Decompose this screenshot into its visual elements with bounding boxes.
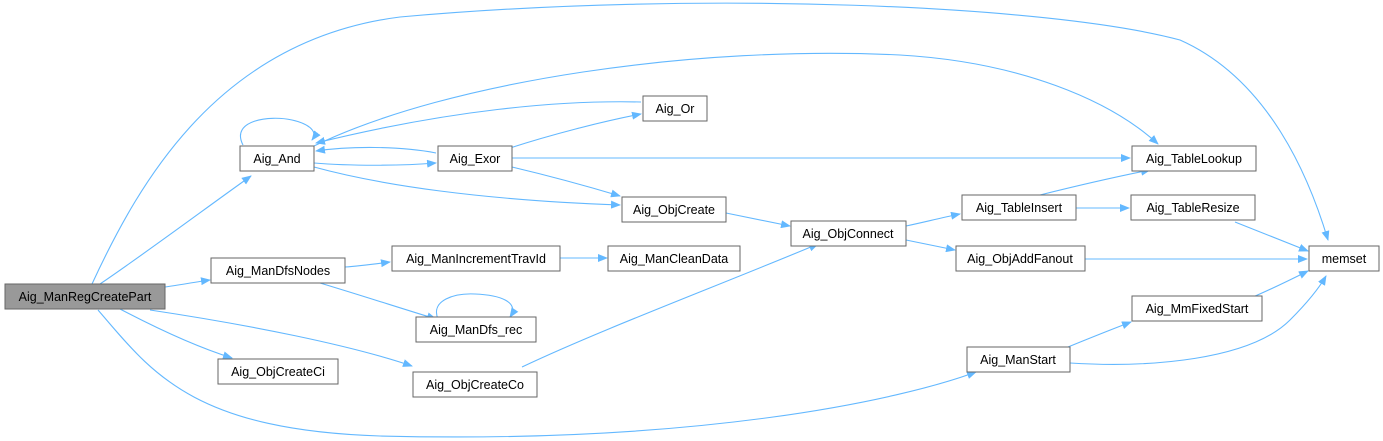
node-label: Aig_TableResize	[1146, 201, 1239, 215]
node-aig-obj-connect[interactable]: Aig_ObjConnect	[790, 220, 907, 247]
edge-root-to-and	[99, 175, 252, 285]
node-label: Aig_ManRegCreatePart	[19, 290, 152, 304]
edge-root-to-man-start	[97, 309, 977, 438]
node-aig-man-start[interactable]: Aig_ManStart	[966, 346, 1071, 373]
edge-or-to-and	[315, 101, 642, 145]
node-aig-obj-add-fanout[interactable]: Aig_ObjAddFanout	[955, 245, 1086, 272]
node-aig-obj-create-co[interactable]: Aig_ObjCreateCo	[412, 371, 538, 398]
node-aig-or[interactable]: Aig_Or	[642, 95, 708, 122]
edge-root-to-obj-create-co	[149, 309, 413, 367]
edge-man-dfs-nodes-to-increment-trav-id	[344, 259, 391, 268]
edge-and-self-loop	[240, 117, 321, 146]
edge-man-start-to-mm-fixed-start	[1067, 321, 1132, 348]
node-aig-man-dfs-rec[interactable]: Aig_ManDfs_rec	[415, 316, 537, 343]
node-label: Aig_MmFixedStart	[1146, 302, 1249, 316]
node-aig-man-clean-data[interactable]: Aig_ManCleanData	[607, 245, 741, 272]
edge-obj-create-co-to-obj-connect	[521, 243, 819, 368]
node-aig-man-reg-create-part[interactable]: Aig_ManRegCreatePart	[4, 283, 166, 310]
node-aig-man-increment-trav-id[interactable]: Aig_ManIncrementTravId	[391, 245, 561, 272]
edge-man-dfs-rec-self-loop	[435, 293, 519, 320]
node-aig-exor[interactable]: Aig_Exor	[437, 145, 513, 172]
node-aig-table-resize[interactable]: Aig_TableResize	[1130, 194, 1256, 221]
edge-man-dfs-nodes-to-man-dfs-rec	[319, 282, 437, 321]
node-label: Aig_ManStart	[980, 353, 1056, 367]
edge-exor-to-obj-create	[511, 166, 621, 198]
node-label: Aig_ObjAddFanout	[967, 252, 1073, 266]
edge-obj-connect-to-obj-add-fanout	[905, 239, 956, 253]
node-label: Aig_ManDfsNodes	[226, 264, 330, 278]
node-label: memset	[1322, 252, 1367, 266]
edge-root-to-obj-create-ci	[119, 308, 233, 360]
edge-and-to-exor	[313, 159, 437, 168]
node-label: Aig_TableLookup	[1146, 152, 1242, 166]
edge-exor-to-or	[509, 111, 642, 149]
node-aig-obj-create-ci[interactable]: Aig_ObjCreateCi	[217, 358, 339, 385]
edge-exor-to-and	[315, 145, 437, 154]
node-aig-obj-create[interactable]: Aig_ObjCreate	[621, 196, 727, 223]
node-label: Aig_Exor	[450, 152, 501, 166]
node-label: Aig_ObjCreateCo	[426, 378, 524, 392]
edge-obj-create-to-obj-connect	[725, 212, 791, 229]
node-label: Aig_ObjCreateCi	[231, 365, 325, 379]
node-label: Aig_ManCleanData	[620, 252, 728, 266]
edge-table-resize-to-memset	[1234, 221, 1309, 252]
node-aig-man-dfs-nodes[interactable]: Aig_ManDfsNodes	[210, 257, 346, 284]
edge-man-start-to-memset	[1069, 275, 1327, 365]
edge-and-to-obj-create	[313, 166, 621, 209]
node-aig-and[interactable]: Aig_And	[239, 145, 315, 172]
nodes: Aig_ManRegCreatePart Aig_And Aig_Exor Ai…	[4, 95, 1380, 398]
edge-root-to-man-dfs-nodes	[164, 277, 211, 288]
node-label: Aig_ManIncrementTravId	[406, 252, 546, 266]
node-aig-table-lookup[interactable]: Aig_TableLookup	[1131, 145, 1257, 172]
node-label: Aig_ObjConnect	[802, 227, 894, 241]
node-aig-mm-fixed-start[interactable]: Aig_MmFixedStart	[1131, 295, 1263, 322]
node-label: Aig_And	[253, 152, 300, 166]
node-label: Aig_TableInsert	[976, 201, 1063, 215]
node-label: Aig_Or	[656, 102, 695, 116]
node-memset[interactable]: memset	[1308, 245, 1380, 272]
edge-and-to-table-lookup	[313, 52, 1159, 147]
edge-obj-connect-to-table-insert	[905, 211, 961, 227]
edge-table-insert-to-table-lookup	[1039, 167, 1151, 196]
edges	[91, 2, 1330, 438]
node-label: Aig_ManDfs_rec	[430, 323, 522, 337]
node-aig-table-insert[interactable]: Aig_TableInsert	[961, 194, 1077, 221]
node-label: Aig_ObjCreate	[633, 203, 715, 217]
edge-root-to-memset	[91, 2, 1330, 285]
